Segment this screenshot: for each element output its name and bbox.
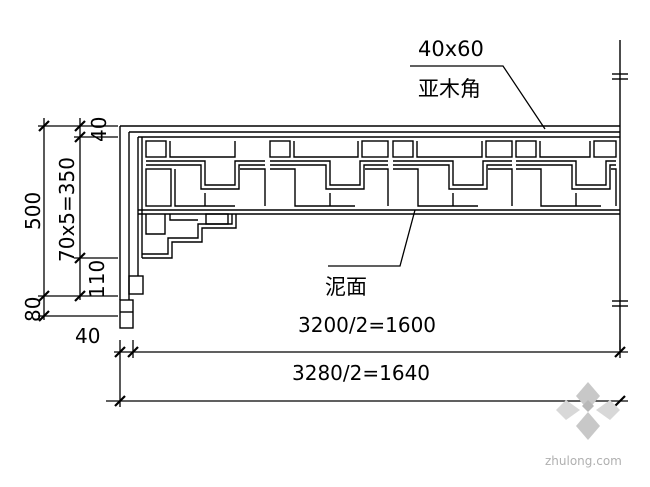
base-dimension: 80 [21,297,45,322]
member-material-label: 亚木角 [418,77,481,101]
plinth-dimension: 40 [75,324,100,348]
member-size-label: 40x60 [418,37,484,61]
zhulong-logo-icon [556,382,620,440]
outer-span-dimension: 3280/2=1640 [292,361,430,385]
infill-label: 泥面 [325,275,367,299]
lattice-dimension: 70x5=350 [55,157,79,262]
total-height-dimension: 500 [21,192,45,230]
watermark-text: zhulong.com [545,454,622,468]
bottom-rail-dimension: 110 [85,260,109,298]
top-rail-dimension: 40 [87,117,111,142]
dimension-lines [38,118,628,407]
rail-frame [119,40,628,350]
leader-lines [328,65,546,267]
inner-span-dimension: 3200/2=1600 [298,313,436,337]
fretwork-lattice [138,137,620,259]
